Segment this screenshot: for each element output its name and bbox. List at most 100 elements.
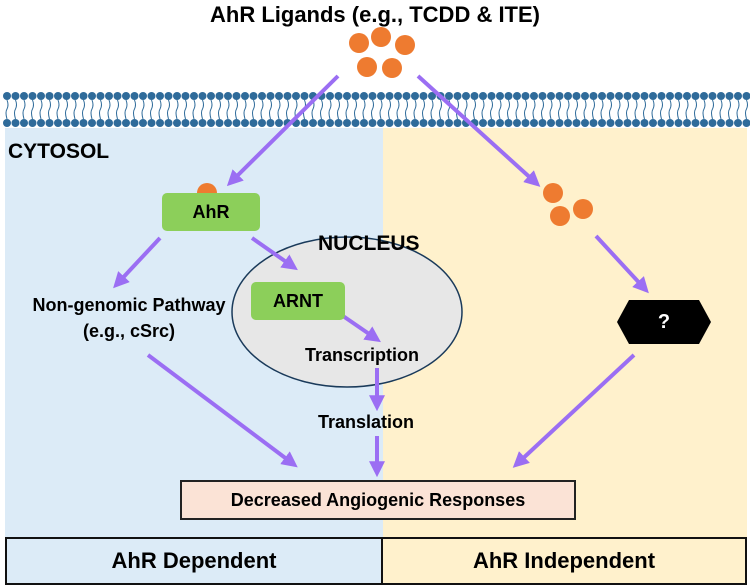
- lipid-head: [249, 92, 258, 100]
- lipid-tail: [320, 99, 323, 120]
- lipid-tail: [243, 99, 247, 120]
- lipid-head: [190, 92, 198, 100]
- outcome-box: Decreased Angiogenic Responses: [180, 480, 576, 520]
- lipid-head: [258, 119, 266, 127]
- lipid-head: [564, 92, 572, 100]
- lipid-head: [309, 119, 317, 127]
- lipid-head: [300, 92, 309, 100]
- arrow-ligand-to-ahr: [226, 74, 340, 187]
- lipid-head: [521, 92, 530, 100]
- lipid-head: [589, 92, 598, 100]
- lipid-head: [122, 119, 130, 127]
- lipid-head: [173, 92, 181, 100]
- lipid-head: [623, 119, 632, 127]
- lipid-head: [496, 92, 504, 100]
- lipid-head: [708, 92, 717, 100]
- lipid-tail: [328, 99, 332, 120]
- lipid-tail: [413, 99, 417, 120]
- lipid-tail: [609, 99, 612, 120]
- lipid-head: [62, 92, 71, 100]
- lipid-head: [351, 119, 360, 127]
- arrow-unknown-to-outcome: [512, 353, 636, 468]
- lipid-tail: [167, 99, 170, 120]
- nucleus-label: NUCLEUS: [318, 232, 420, 255]
- lipid-head: [62, 119, 71, 127]
- lipid-head: [708, 119, 717, 127]
- lipid-tail: [626, 99, 629, 120]
- translation-label: Translation: [318, 412, 415, 432]
- lipid-head: [215, 92, 224, 100]
- arnt-node: ARNT: [251, 282, 345, 320]
- lipid-tail: [677, 99, 680, 120]
- ligand: [395, 35, 415, 55]
- lipid-tail: [524, 99, 527, 120]
- lipid-head: [640, 92, 649, 100]
- lipid-head: [547, 119, 555, 127]
- lipid-tail: [481, 99, 485, 120]
- lipid-tail: [583, 99, 587, 120]
- lipid-head: [79, 92, 88, 100]
- lipid-head: [173, 119, 181, 127]
- lipid-head: [11, 92, 20, 100]
- lipid-tail: [82, 99, 85, 120]
- lipid-head: [419, 119, 428, 127]
- lipid-tail: [498, 99, 502, 120]
- lipid-tail: [694, 99, 697, 120]
- lipid-head: [598, 119, 606, 127]
- lipid-tail: [286, 99, 289, 120]
- lipid-tail: [124, 99, 128, 120]
- lipid-head: [589, 119, 598, 127]
- lipid-head: [581, 119, 589, 127]
- lipid-tail: [73, 99, 77, 120]
- ligand: [543, 183, 563, 203]
- lipid-head: [3, 119, 11, 127]
- lipid-tail: [736, 99, 740, 120]
- lipid-tail: [600, 99, 604, 120]
- lipid-head: [164, 92, 173, 100]
- lipid-head: [530, 119, 538, 127]
- lipid-tail: [745, 99, 748, 120]
- ligand: [357, 57, 377, 77]
- lipid-tail: [354, 99, 357, 120]
- ligand: [550, 206, 570, 226]
- lipid-head: [666, 119, 674, 127]
- lipid-head: [266, 119, 275, 127]
- lipid-head: [674, 92, 683, 100]
- lipid-head: [241, 119, 249, 127]
- ligand-cluster-right: [543, 183, 593, 226]
- lipid-head: [3, 92, 11, 100]
- lipid-tail: [668, 99, 672, 120]
- lipid-head: [487, 119, 496, 127]
- lipid-head: [402, 119, 411, 127]
- lipid-tail: [31, 99, 34, 120]
- lipid-tail: [558, 99, 561, 120]
- lipid-head: [470, 92, 479, 100]
- arrow-ahr-to-arnt: [250, 236, 298, 271]
- lipid-tail: [685, 99, 689, 120]
- lipid-head: [377, 119, 385, 127]
- lipid-head: [45, 119, 54, 127]
- lipid-head: [105, 92, 113, 100]
- lipid-tail: [107, 99, 111, 120]
- lipid-head: [496, 119, 504, 127]
- lipid-tail: [541, 99, 544, 120]
- lipid-head: [122, 92, 130, 100]
- lipid-tail: [728, 99, 731, 120]
- lipid-head: [572, 119, 581, 127]
- lipid-tail: [48, 99, 51, 120]
- lipid-head: [734, 119, 742, 127]
- lipid-head: [249, 119, 258, 127]
- lipid-head: [96, 119, 105, 127]
- lipid-head: [657, 119, 666, 127]
- lipid-head: [547, 92, 555, 100]
- lipid-head: [164, 119, 173, 127]
- lipid-tail: [192, 99, 196, 120]
- lipid-head: [606, 119, 615, 127]
- lipid-head: [649, 92, 657, 100]
- lipid-tail: [379, 99, 383, 120]
- lipid-tail: [201, 99, 204, 120]
- cell-membrane: [3, 92, 750, 127]
- lipid-head: [385, 119, 394, 127]
- lipid-head: [445, 92, 453, 100]
- lipid-head: [334, 92, 343, 100]
